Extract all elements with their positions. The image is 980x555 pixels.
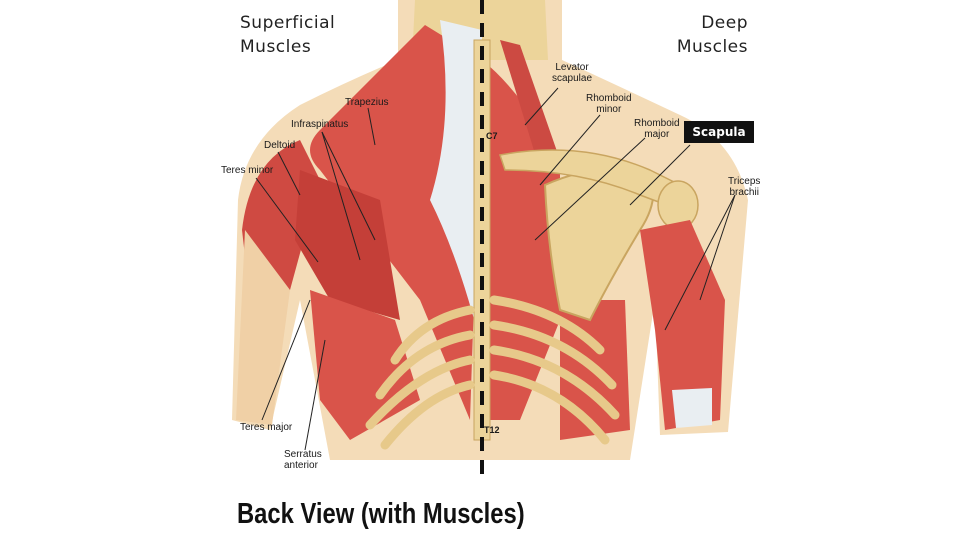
superficial-heading-line1: Superficial	[240, 13, 336, 33]
triceps-line2: brachii	[729, 187, 759, 198]
deep-muscles-heading: Deep Muscles	[650, 11, 748, 59]
label-c7: C7	[486, 131, 498, 141]
rhomboid-major-line2: major	[644, 129, 670, 140]
superficial-heading-line2: Muscles	[240, 37, 312, 57]
triceps-tendon	[672, 388, 712, 428]
leader-teres-major	[261, 299, 311, 421]
label-t12: T12	[484, 425, 500, 435]
label-rhomboid-minor: Rhomboid minor	[586, 93, 632, 115]
humerus-head	[657, 180, 699, 230]
ribs	[365, 295, 620, 450]
rib-r3	[489, 345, 620, 420]
triceps-line1: Triceps	[728, 176, 761, 187]
trapezius-tendon	[430, 20, 482, 350]
rib-l4	[380, 380, 475, 450]
leader-infraspinatus-2	[321, 131, 376, 241]
label-rhomboid-major: Rhomboid major	[634, 118, 680, 140]
label-deltoid: Deltoid	[264, 140, 296, 151]
label-teres-major: Teres major	[240, 422, 293, 433]
infraspinatus-left	[295, 170, 400, 320]
deep-heading-line2: Muscles	[676, 37, 748, 57]
deep-heading-line1: Deep	[701, 13, 748, 33]
label-teres-minor: Teres minor	[221, 165, 274, 176]
rhomboid-major-line1: Rhomboid	[634, 118, 680, 129]
rib-r2	[489, 320, 617, 390]
leader-scapula	[629, 144, 691, 206]
leader-serratus	[304, 339, 326, 451]
label-infraspinatus: Infraspinatus	[291, 119, 349, 130]
label-trapezius: Trapezius	[345, 97, 389, 108]
levator-scapulae-right	[500, 40, 560, 170]
serratus-line2: anterior	[284, 460, 318, 471]
leader-trapezius	[367, 107, 376, 146]
triceps-right	[640, 220, 725, 430]
leader-levator	[524, 87, 559, 126]
leader-triceps-1	[664, 194, 736, 331]
label-scapula: Scapula	[684, 121, 754, 143]
rib-l2	[375, 330, 475, 400]
leader-triceps-2	[699, 194, 736, 301]
leader-infraspinatus-1	[321, 131, 361, 261]
levator-line2: scapulae	[552, 73, 593, 84]
rib-l1	[390, 305, 475, 365]
label-triceps-brachii: Triceps brachii	[728, 176, 760, 198]
leader-rhomboid-minor	[539, 114, 601, 186]
label-levator-scapulae: Levator scapulae	[552, 62, 592, 84]
rhomboid-minor-line1: Rhomboid	[586, 93, 632, 104]
leader-rhomboid-major	[534, 137, 646, 241]
rhomboid-minor-line2: minor	[596, 104, 622, 115]
rib-l3	[365, 355, 475, 430]
leader-deltoid	[277, 151, 301, 196]
label-serratus-anterior: Serratus anterior	[284, 449, 322, 471]
rib-r1	[489, 295, 605, 355]
levator-line1: Levator	[555, 62, 589, 73]
leader-lines	[255, 87, 736, 451]
serratus-line1: Serratus	[284, 449, 322, 460]
diagram-caption: Back View (with Muscles)	[237, 498, 525, 530]
superficial-muscles-heading: Superficial Muscles	[240, 11, 335, 59]
arm-left	[236, 230, 290, 425]
rib-r4	[489, 370, 610, 445]
leader-teres-minor	[255, 177, 319, 263]
